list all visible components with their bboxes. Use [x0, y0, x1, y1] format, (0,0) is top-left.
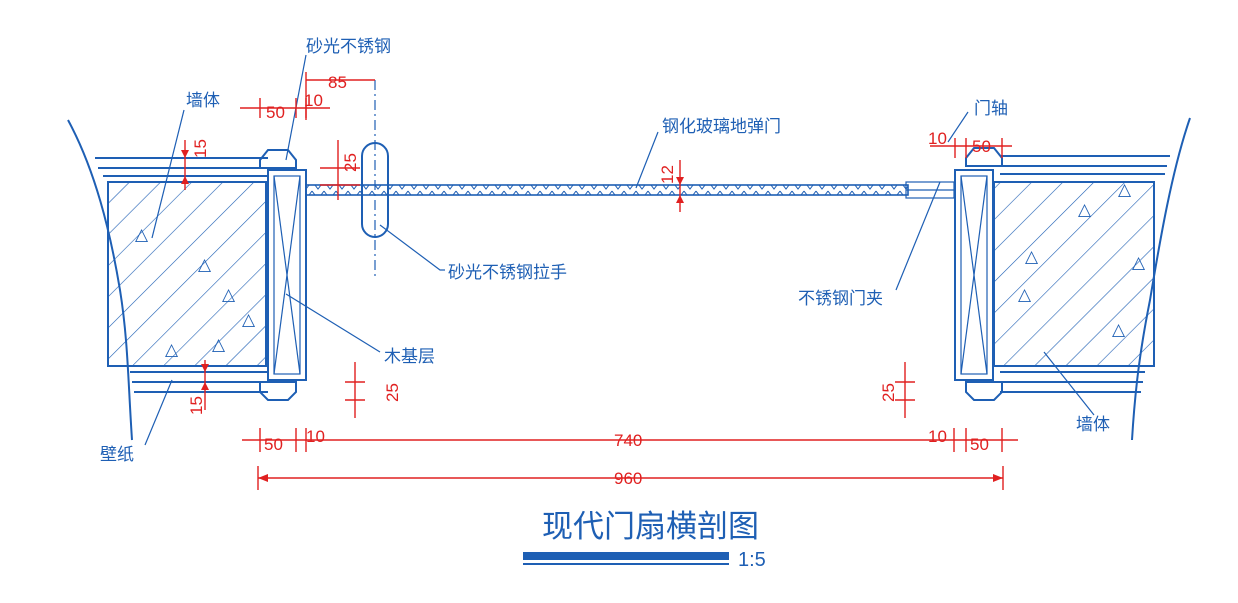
title-underline-thin [523, 563, 729, 565]
door-handle [361, 80, 389, 280]
right-wall-core [993, 181, 1155, 367]
dim-25-handle: 25 [341, 153, 360, 172]
dim-10-bottom-right: 10 [928, 427, 947, 446]
dim-25-bottom-left: 25 [383, 383, 402, 402]
svg-text:△: △ [198, 255, 212, 275]
svg-text:△: △ [212, 335, 226, 355]
dim-10-top-left: 10 [304, 91, 323, 110]
svg-text:△: △ [135, 225, 149, 245]
glass-door [305, 181, 955, 199]
dim-50-bottom-left: 50 [264, 435, 283, 454]
left-wall: △ △ △ △ △ △ [67, 119, 268, 441]
right-wall: △ △ △ △ △ △ [993, 117, 1191, 441]
svg-text:△: △ [1118, 180, 1132, 200]
label-wall-right: 墙体 [1076, 415, 1110, 435]
dimension-lines [181, 72, 1018, 490]
label-wall-left: 墙体 [186, 91, 220, 111]
svg-text:△: △ [1078, 200, 1092, 220]
label-sand-steel-handle: 砂光不锈钢拉手 [448, 263, 567, 283]
dim-12-glass: 12 [658, 165, 677, 184]
leader-lines [144, 54, 1095, 446]
label-steel-clamp: 不锈钢门夹 [798, 289, 883, 309]
label-wallpaper: 壁纸 [100, 445, 134, 465]
label-glass-door: 钢化玻璃地弹门 [662, 117, 781, 137]
left-door-frame [259, 149, 307, 401]
dim-85: 85 [328, 73, 347, 92]
dim-10-top-right: 10 [928, 129, 947, 148]
svg-text:△: △ [1112, 320, 1126, 340]
svg-text:△: △ [1025, 247, 1039, 267]
dim-740: 740 [614, 431, 642, 450]
label-sand-steel-top: 砂光不锈钢 [306, 37, 391, 57]
dim-10-bottom-left: 10 [306, 427, 325, 446]
svg-text:△: △ [1018, 285, 1032, 305]
dim-50-bottom-right: 50 [970, 435, 989, 454]
dim-50-top-left: 50 [266, 103, 285, 122]
right-door-frame [954, 147, 1003, 401]
left-wall-core [107, 181, 267, 367]
drawing-title: 现代门扇横剖图 [542, 509, 759, 545]
svg-text:△: △ [242, 310, 256, 330]
svg-text:△: △ [1132, 253, 1146, 273]
label-door-pivot: 门轴 [974, 99, 1008, 119]
dim-960: 960 [614, 469, 642, 488]
svg-text:△: △ [165, 340, 179, 360]
dim-25-bottom-right: 25 [879, 383, 898, 402]
title-underline-thick [523, 552, 729, 560]
svg-text:△: △ [222, 285, 236, 305]
dim-50-top-right: 50 [972, 137, 991, 156]
label-wood-base: 木基层 [384, 347, 435, 367]
dim-15-bottom: 15 [187, 396, 206, 415]
drawing-scale: 1:5 [738, 549, 766, 571]
dim-15-top: 15 [191, 139, 210, 158]
